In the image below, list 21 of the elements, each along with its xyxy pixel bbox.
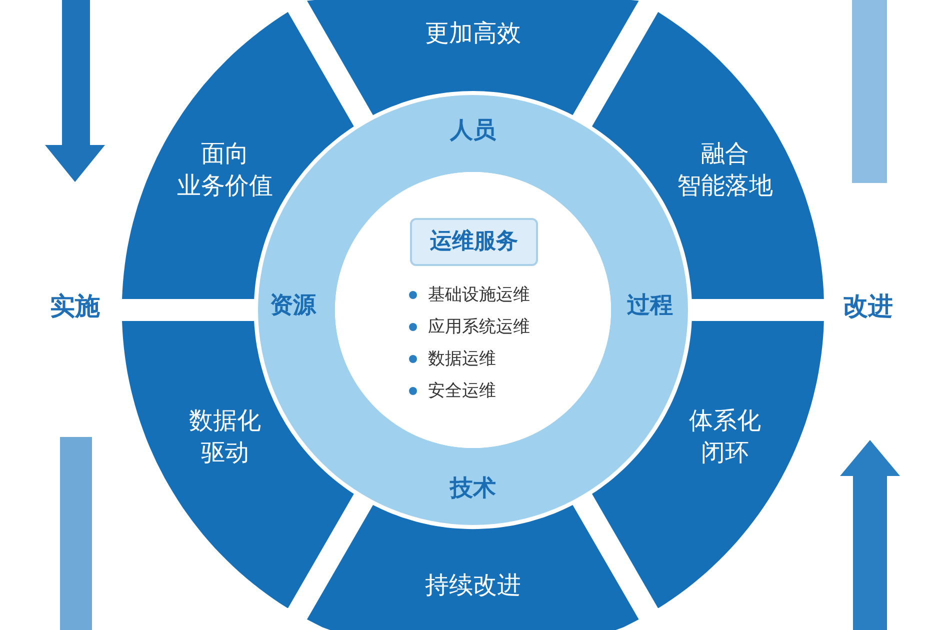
ring-label: 过程 (627, 292, 673, 320)
ring-segment (122, 320, 354, 608)
list-item: 安全运维 (405, 379, 496, 403)
segment-label: 面向业务价值 (176, 138, 273, 202)
segment-label: 体系化闭环 (688, 406, 761, 469)
ring-label: 人员 (450, 116, 496, 146)
list-item: 应用系统运维 (405, 315, 530, 339)
ring-label: 资源 (270, 292, 316, 320)
ring-segment (307, 504, 639, 630)
side-label: 改进 (843, 290, 893, 322)
segment-label: 数据化驱动 (188, 406, 261, 469)
title-box: 运维服务 (410, 218, 538, 266)
segment-label: 融合智能落地 (676, 138, 773, 202)
ring-segment (307, 0, 639, 116)
list-item: 数据运维 (405, 347, 496, 371)
side-label: 实施 (50, 290, 100, 322)
segment-label: 持续改进 (424, 570, 521, 601)
list-item: 基础设施运维 (405, 283, 530, 307)
segment-label: 更加高效 (424, 18, 521, 49)
ring-label: 技术 (450, 474, 496, 504)
ring-segment (592, 320, 824, 608)
